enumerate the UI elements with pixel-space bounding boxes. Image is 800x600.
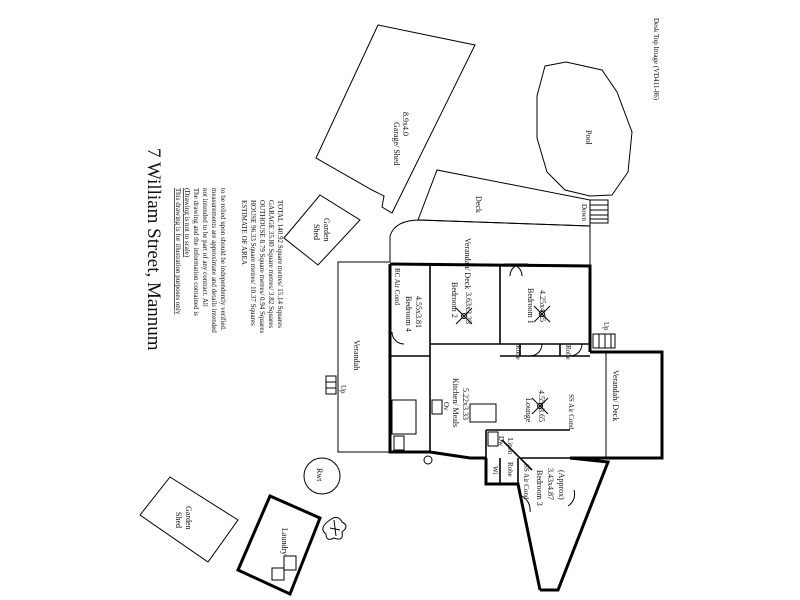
garage-shed: Garage/ Shed 8.9x4.0 <box>315 24 476 214</box>
robe-1-label: Robe <box>514 345 522 360</box>
bedroom-2: Bedroom 2 3.63x3.33 <box>450 282 473 325</box>
bedroom-1: Bedroom 1 4.25x4.25 Robe Robe <box>514 288 572 360</box>
garden-shed-bottom-label-2: Shed <box>174 512 183 528</box>
rainwater-tank: Rwt <box>303 457 341 495</box>
garage-size: 8.9x4.0 <box>401 112 410 136</box>
verandah-right-label: Verandah/ Deck <box>611 370 620 421</box>
bedroom-4-size: 4.55x3.81 <box>414 296 423 328</box>
pool: Pool <box>536 61 633 197</box>
ov-label: Ov <box>442 402 450 411</box>
garage-label: Garage/ Shed <box>392 122 401 165</box>
house-walls <box>388 262 664 592</box>
verandah-right: Verandah/ Deck Up <box>592 322 620 458</box>
deck: Deck <box>417 169 591 227</box>
verandah-left: Verandah Up <box>325 261 405 453</box>
bedroom-4: RC Air Cond Bedroom 4 4.55x3.81 <box>393 268 423 332</box>
garden-shed-top: Garden Shed <box>283 194 361 266</box>
area-heading: ESTIMATE OF AREA <box>240 200 248 265</box>
laundry-label: Laundry <box>280 528 289 555</box>
bedroom-2-label: Bedroom 2 <box>450 282 459 318</box>
deck-label: Deck <box>474 196 483 213</box>
bedroom-1-size: 4.25x4.25 <box>538 290 547 322</box>
kitchen-meals: Kitchen/ Meals 5.22x3.33 Ov <box>391 378 497 465</box>
up-left-label: Up <box>339 385 347 394</box>
page-title: 7 William Street, Mannum <box>143 148 164 351</box>
disclaimer-line-4: not intended to be part of any contract.… <box>201 188 209 307</box>
down-label: Down <box>580 204 588 222</box>
disclaimer-line-2: (Drawing is not to scale) <box>183 188 191 258</box>
title-block: 7 William Street, Mannum This drawing is… <box>143 148 284 351</box>
disclaimer-line-5: measurements are approximate and details… <box>210 188 218 333</box>
image-reference: Desk Top Image (VD411-86) <box>652 18 660 101</box>
disclaimer-line-1: This drawing is for illustration purpose… <box>174 188 182 315</box>
bedroom-1-label: Bedroom 1 <box>526 288 535 324</box>
robe-2-label: Robe <box>564 345 572 360</box>
kitchen-label: Kitchen/ Meals <box>451 378 460 427</box>
verandah-deck-top: Verandah/ Deck <box>389 219 591 289</box>
garden-shed-top-label-2: Shed <box>312 224 321 240</box>
garden-shed-top-label-1: Garden <box>322 218 331 242</box>
area-total: TOTAL 140.92 Square metres/ 15.14 Square… <box>276 200 284 328</box>
bedroom-4-ac: RC Air Cond <box>393 268 401 305</box>
linen-label: Linen <box>506 438 514 455</box>
dw-label: Dw <box>497 436 505 447</box>
pool-stairs: Down <box>580 199 609 224</box>
lounge: Lounge 4.55x3.65 SS Air Cond Linen Dw <box>487 390 575 455</box>
bedroom-3-note: (Approx) <box>557 470 566 500</box>
area-house: HOUSE 96.33 Square metres/ 10.37 Squares <box>249 200 257 326</box>
bedroom-3-label: Bedroom 3 <box>535 470 544 506</box>
bedroom-3-ac: SS Air Cond <box>522 464 530 500</box>
wi-label: Wi <box>491 466 499 474</box>
laundry: Laundry <box>236 494 322 597</box>
disclaimer-line-3: The drawing and the information containe… <box>192 188 200 316</box>
plant <box>322 516 347 540</box>
verandah-left-label: Verandah <box>352 340 361 370</box>
lounge-label: Lounge <box>524 398 533 423</box>
area-outhouse: OUTHOUSE 8.79 Square metres/ 0.94 Square… <box>258 200 266 333</box>
up-right-label: Up <box>602 322 610 331</box>
lounge-size: 4.55x3.65 <box>537 390 546 422</box>
disclaimer-line-6: to be relied upon should be independentl… <box>219 188 227 331</box>
area-garage: GARAGE 35.80 Square metres/ 3.82 Squares <box>267 200 275 328</box>
pool-label: Pool <box>584 130 593 145</box>
bedroom-4-label: Bedroom 4 <box>404 296 413 332</box>
kitchen-size: 5.22x3.33 <box>461 388 470 420</box>
rwt-label: Rwt <box>315 468 324 482</box>
robe-3-label: Robe <box>506 462 514 477</box>
bedroom-2-size: 3.63x3.33 <box>464 292 473 324</box>
bedroom-3-size: 3.43x4.87 <box>546 468 555 500</box>
bedroom-3: Wi Robe SS Air Cond Bedroom 3 3.43x4.87 … <box>491 462 576 513</box>
garden-shed-bottom-label-1: Garden <box>184 506 193 530</box>
lounge-ac: SS Air Cond <box>567 394 575 430</box>
garden-shed-bottom: Garden Shed <box>139 476 239 563</box>
